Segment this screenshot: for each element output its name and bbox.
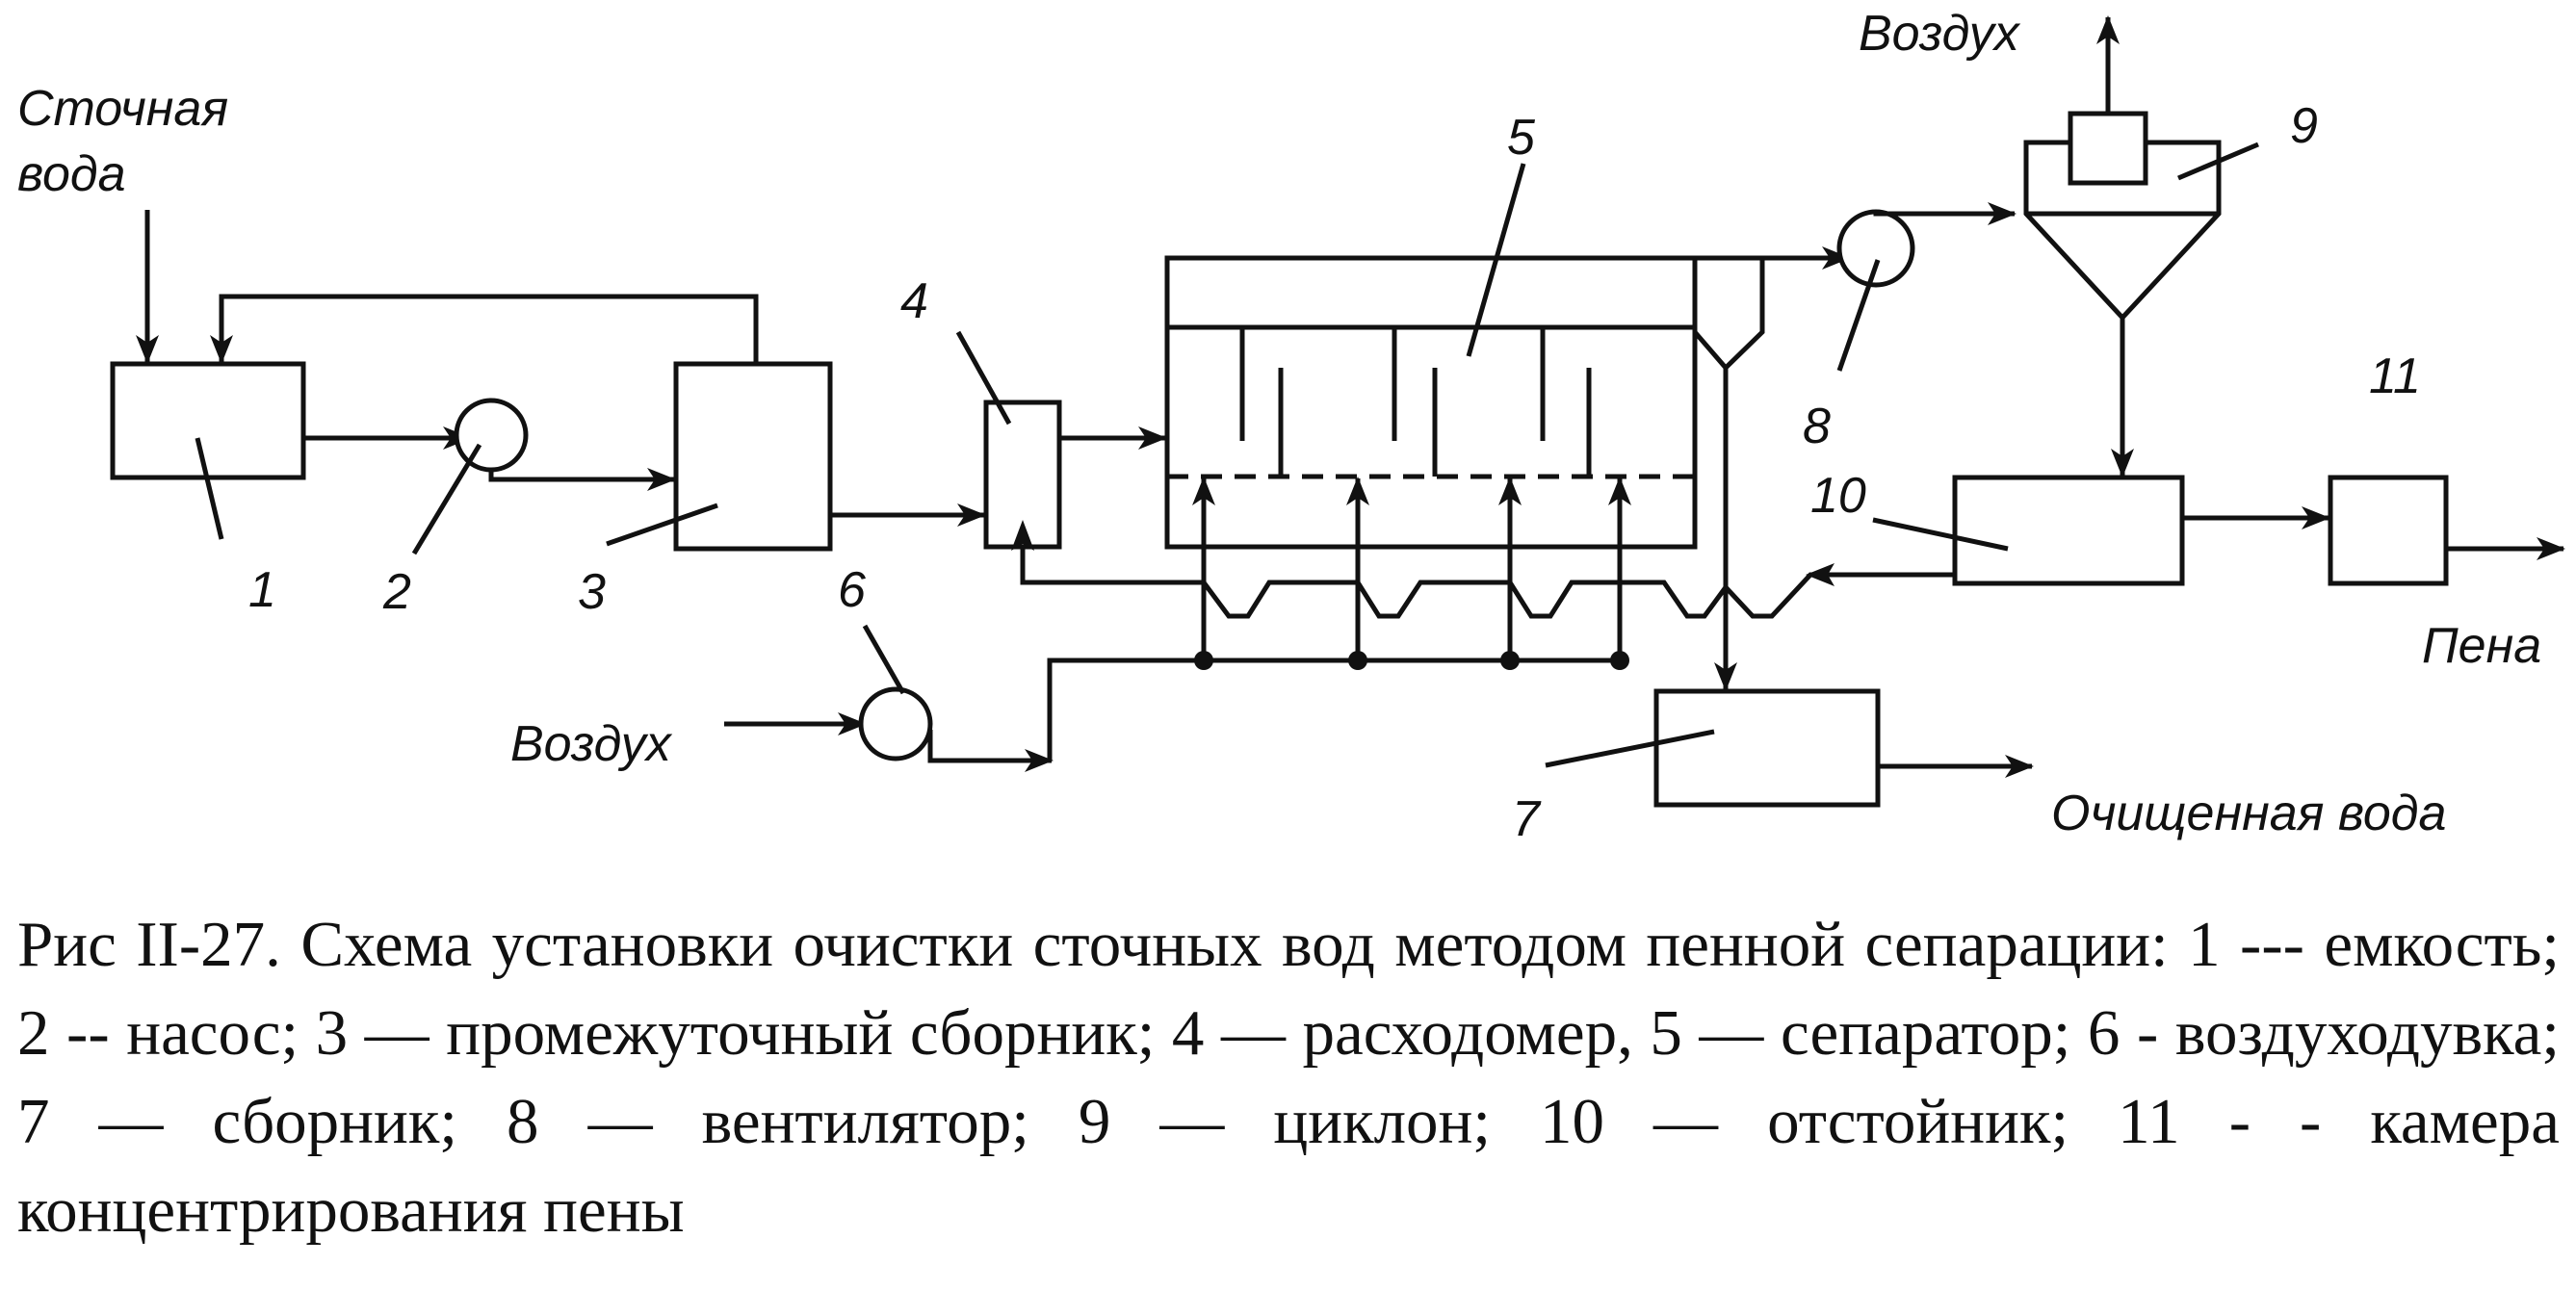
- pump-to-collector-line: [488, 468, 676, 491]
- collector-7: [1653, 688, 1881, 808]
- number-10: 10: [1810, 468, 1866, 524]
- figure-caption: Рис II-27. Схема установки очистки сточн…: [17, 909, 2560, 1246]
- vessel-1: [110, 361, 306, 480]
- number-5: 5: [1507, 110, 1536, 166]
- return-arrowhead-shape: [1806, 563, 1834, 586]
- fan-to-cyclone-line: [1873, 202, 2017, 225]
- number-8: 8: [1803, 399, 1831, 454]
- number-11: 11: [2369, 348, 2421, 404]
- leader-3: [606, 503, 718, 547]
- label-air-in: Воздух: [510, 716, 673, 772]
- number-3: 3: [578, 564, 606, 620]
- number-6: 6: [838, 562, 866, 618]
- leader-8: [1836, 259, 1881, 372]
- fan-8: [1836, 209, 1915, 288]
- leader-10: [1872, 517, 2009, 552]
- settler-return-line: [1724, 572, 1955, 619]
- junction-dot: [1194, 651, 1213, 670]
- settler-10: [1952, 475, 2185, 586]
- leader-7: [1545, 729, 1715, 768]
- pump-2: [454, 398, 529, 473]
- blower-outlet-line: [927, 730, 1054, 772]
- return-arrowhead-up: [1011, 520, 1034, 551]
- leader-4: [955, 330, 1012, 426]
- leader-6: [862, 624, 906, 695]
- label-clean-water: Очищенная вода: [2051, 786, 2446, 841]
- label-wastewater-line2: вода: [17, 146, 126, 202]
- number-2: 2: [382, 564, 411, 620]
- return-to-flowmeter-line: [1020, 549, 1729, 619]
- label-air-out: Воздух: [1859, 6, 2021, 62]
- recycle-line: [210, 294, 759, 364]
- junction-dot: [1348, 651, 1367, 670]
- foam-chamber-11: [2328, 475, 2449, 586]
- number-9: 9: [2290, 98, 2318, 154]
- junction-dot: [1500, 651, 1520, 670]
- cyclone-exhaust: [2068, 111, 2148, 186]
- leader-5: [1466, 163, 1526, 357]
- number-7: 7: [1512, 791, 1542, 847]
- flow-diagram: Сточная вода Воздух Воздух Пена Очищенна…: [17, 6, 2565, 847]
- label-wastewater-line1: Сточная: [17, 81, 228, 137]
- leader-2: [411, 443, 482, 555]
- separator-5: [1164, 255, 1698, 550]
- collector-3: [673, 361, 833, 552]
- label-foam: Пена: [2422, 618, 2541, 674]
- junction-dot: [1610, 651, 1629, 670]
- blower-6: [858, 686, 933, 761]
- separator-outlet-funnel: [1692, 258, 1765, 372]
- leader-1: [195, 437, 224, 540]
- number-1: 1: [248, 562, 276, 618]
- number-4: 4: [900, 273, 928, 329]
- leader-9: [2177, 142, 2259, 181]
- air-header-line: [1047, 658, 1620, 761]
- cyclone-9: [2023, 140, 2222, 322]
